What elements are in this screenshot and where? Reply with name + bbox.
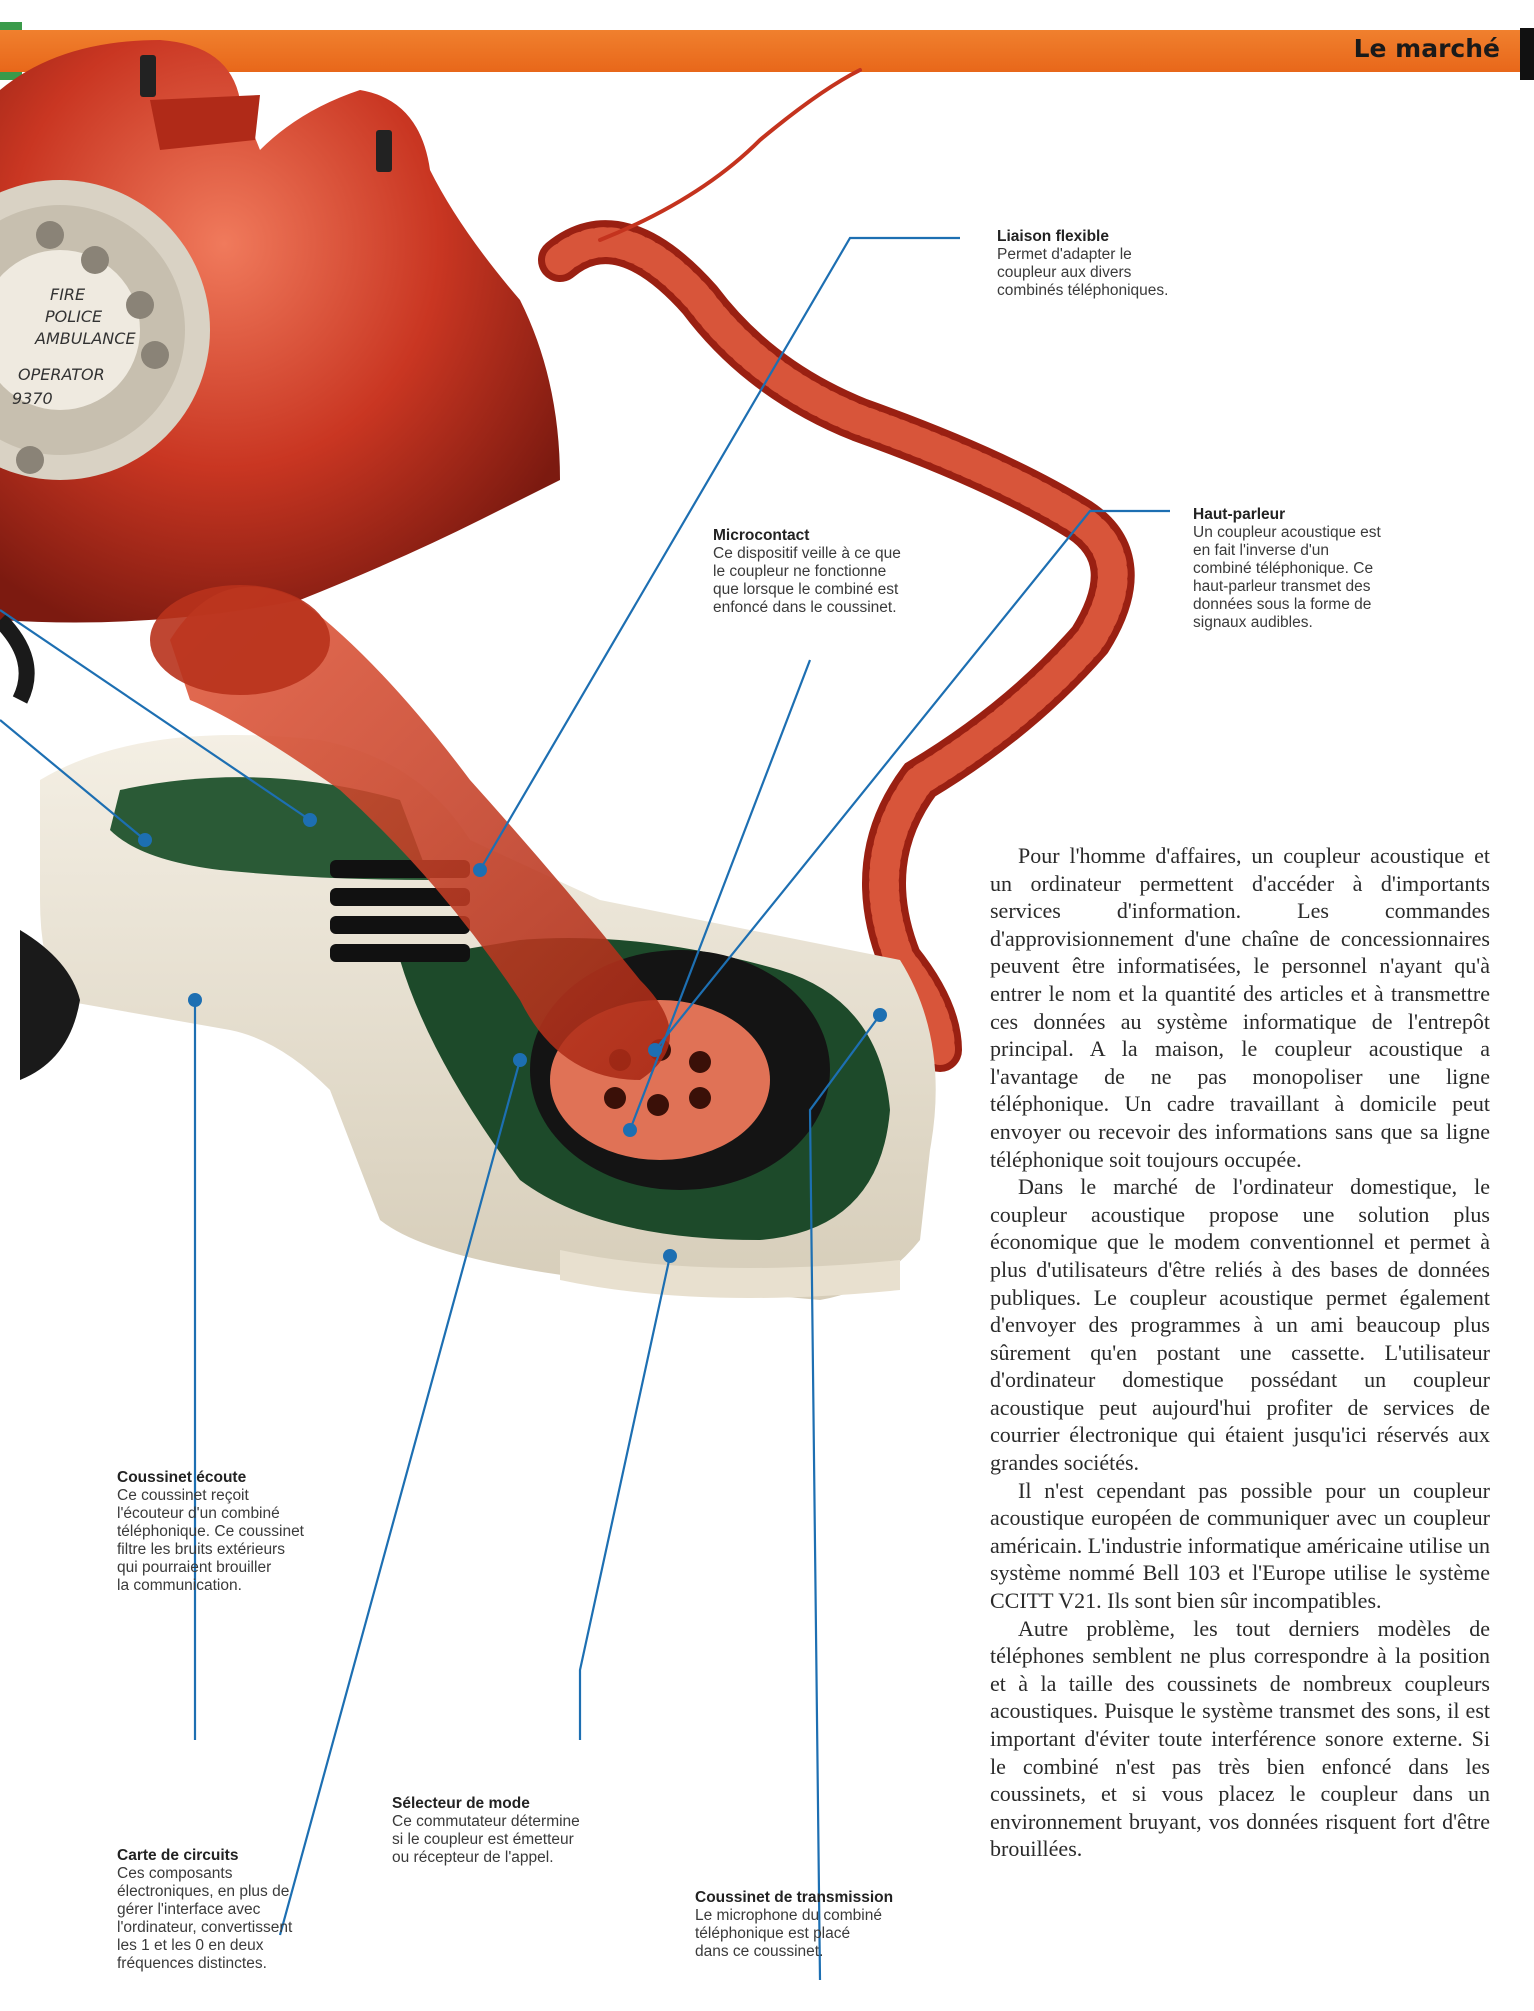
label-title: Microcontact xyxy=(713,527,973,545)
article-paragraph: Dans le marché de l'ordinateur domestiqu… xyxy=(990,1173,1490,1477)
label-text: Le microphone du combiné téléphonique es… xyxy=(695,1907,955,1961)
label-text: Ce commutateur détermine si le coupleur … xyxy=(392,1813,662,1867)
label-selecteur-de-mode: Sélecteur de mode Ce commutateur détermi… xyxy=(392,1795,662,1867)
dial-number-text: 9370 xyxy=(12,389,53,408)
article-paragraph: Pour l'homme d'affaires, un coupleur aco… xyxy=(990,842,1490,1173)
article-paragraph: Il n'est cependant pas possible pour un … xyxy=(990,1477,1490,1615)
label-liaison-flexible: Liaison flexible Permet d'adapter le cou… xyxy=(997,228,1257,300)
label-coussinet-ecoute: Coussinet écoute Ce coussinet reçoit l'é… xyxy=(117,1469,377,1595)
article-paragraph: Autre problème, les tout derniers modèle… xyxy=(990,1615,1490,1863)
label-carte-de-circuits: Carte de circuits Ces composants électro… xyxy=(117,1847,387,1973)
label-microcontact: Microcontact Ce dispositif veille à ce q… xyxy=(713,527,973,617)
label-text: Ce coussinet reçoit l'écouteur d'un comb… xyxy=(117,1487,377,1595)
label-title: Haut-parleur xyxy=(1193,506,1463,524)
label-title: Liaison flexible xyxy=(997,228,1257,246)
label-haut-parleur: Haut-parleur Un coupleur acoustique est … xyxy=(1193,506,1463,632)
label-title: Carte de circuits xyxy=(117,1847,387,1865)
dial-operator-text: OPERATOR xyxy=(18,365,105,384)
label-text: Un coupleur acoustique est en fait l'inv… xyxy=(1193,524,1463,632)
dial-fire-text: FIRE xyxy=(50,285,86,304)
label-title: Sélecteur de mode xyxy=(392,1795,662,1813)
label-text: Ce dispositif veille à ce que le coupleu… xyxy=(713,545,973,617)
dial-ambulance-text: AMBULANCE xyxy=(34,329,136,348)
label-text: Ces composants électroniques, en plus de… xyxy=(117,1865,387,1973)
dial-police-text: POLICE xyxy=(45,307,103,326)
telephone-body: FIRE POLICE AMBULANCE OPERATOR 9370 xyxy=(0,40,560,623)
label-title: Coussinet écoute xyxy=(117,1469,377,1487)
label-coussinet-de-transmission: Coussinet de transmission Le microphone … xyxy=(695,1889,955,1961)
label-title: Coussinet de transmission xyxy=(695,1889,955,1907)
article-body: Pour l'homme d'affaires, un coupleur aco… xyxy=(990,842,1490,1863)
label-text: Permet d'adapter le coupleur aux divers … xyxy=(997,246,1257,300)
